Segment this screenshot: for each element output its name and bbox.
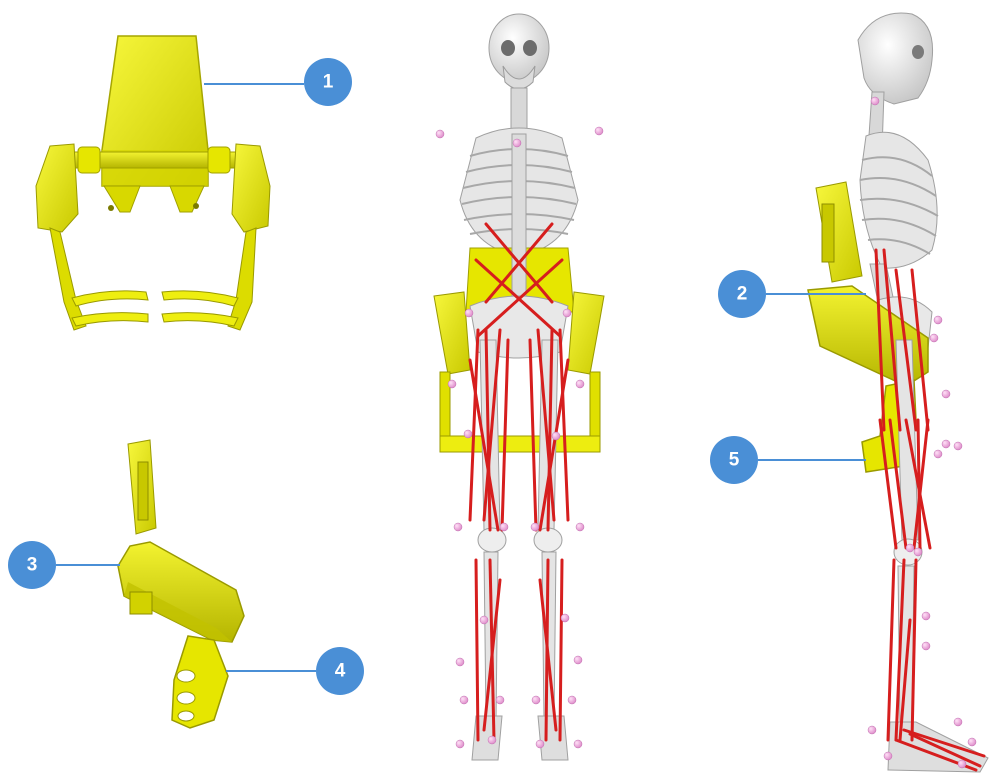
device-top-view <box>36 36 270 330</box>
callout-5: 5 <box>710 436 866 484</box>
skeleton-side-view <box>808 13 988 772</box>
callout-4-label: 4 <box>335 661 346 682</box>
device-isometric-view <box>118 440 244 728</box>
skeleton-front-view <box>434 14 604 760</box>
callout-2-label: 2 <box>737 284 748 305</box>
callout-5-label: 5 <box>729 450 740 471</box>
callout-1-label: 1 <box>323 72 334 93</box>
callout-3-label: 3 <box>27 555 38 576</box>
callout-4: 4 <box>226 647 364 695</box>
callout-1: 1 <box>204 58 352 106</box>
callout-3: 3 <box>8 541 120 589</box>
